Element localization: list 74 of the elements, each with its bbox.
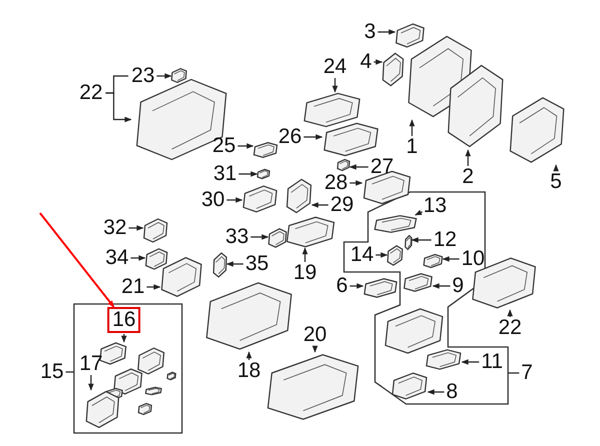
leader-arrow — [128, 225, 144, 231]
leader-arrow — [414, 210, 423, 216]
leader-arrow — [226, 197, 243, 203]
leader-arrow — [311, 202, 328, 208]
callout-number: 35 — [244, 254, 270, 274]
leader-arrow — [130, 255, 146, 261]
callout-number: 22 — [497, 318, 523, 338]
callout-number: 27 — [369, 157, 395, 177]
callout-number: 6 — [335, 276, 349, 296]
callout-number: 24 — [322, 57, 348, 77]
leader-line — [508, 372, 520, 374]
leader-arrow — [465, 149, 471, 166]
leader-arrow — [312, 346, 318, 353]
leader-line — [66, 371, 74, 373]
group-outline — [74, 304, 182, 433]
callout-number: 25 — [211, 136, 237, 156]
leader-arrow — [246, 351, 252, 360]
leader-arrow — [553, 164, 559, 172]
leader-arrow — [250, 234, 269, 240]
callout-number: 4 — [359, 52, 373, 72]
callout-number: 13 — [422, 196, 448, 216]
leader-arrow — [427, 389, 444, 395]
callout-number: 34 — [104, 248, 130, 268]
callout-number: 29 — [329, 195, 355, 215]
callout-number: 17 — [78, 354, 104, 374]
callout-number: 9 — [451, 276, 465, 296]
leader-arrow — [106, 92, 132, 122]
callout-number: 33 — [224, 227, 250, 247]
leader-arrow — [88, 375, 94, 391]
leader-arrow — [121, 334, 127, 343]
leader-arrow — [409, 119, 415, 136]
leader-arrow — [238, 171, 258, 177]
callout-number: 16 — [107, 307, 141, 333]
callout-number: 19 — [292, 263, 318, 283]
callout-number: 8 — [445, 382, 459, 402]
leader-arrow — [411, 237, 432, 243]
callout-number: 2 — [461, 167, 475, 187]
callout-number: 22 — [78, 83, 104, 103]
leader-arrow — [461, 359, 480, 365]
callout-number: 1 — [405, 137, 419, 157]
leader-arrow — [376, 252, 388, 258]
leader-arrow — [507, 309, 513, 317]
callout-number: 26 — [277, 127, 303, 147]
callout-number: 11 — [480, 352, 504, 372]
callout-number: 12 — [432, 230, 458, 250]
leader-arrow — [349, 164, 368, 170]
callout-number: 5 — [549, 172, 563, 192]
leader-arrow — [432, 283, 450, 289]
leader-arrow — [378, 29, 396, 35]
callout-number: 30 — [200, 190, 226, 210]
callout-number: 18 — [236, 361, 262, 381]
callout-number: 7 — [520, 363, 534, 383]
leader-arrow — [350, 180, 363, 186]
callout-number: 32 — [102, 218, 128, 238]
leader-arrow — [146, 284, 161, 290]
leader-arrow — [442, 256, 460, 262]
callout-number: 20 — [302, 325, 328, 345]
leader-arrow — [332, 78, 338, 93]
leader-arrow — [226, 261, 244, 267]
leader-arrow — [156, 73, 172, 79]
callout-number: 21 — [120, 277, 146, 297]
callout-number: 31 — [212, 164, 238, 184]
callout-number: 10 — [460, 249, 486, 269]
leader-arrow — [302, 247, 308, 262]
callout-number: 14 — [349, 245, 375, 265]
leader-arrow — [374, 59, 383, 65]
leader-arrow — [238, 143, 254, 149]
callout-number: 28 — [323, 173, 349, 193]
callout-number: 23 — [130, 66, 156, 86]
leader-arrow — [39, 212, 115, 308]
callout-number: 3 — [363, 22, 377, 42]
callout-number: 15 — [39, 362, 65, 382]
leader-arrow — [304, 134, 323, 140]
leader-arrow — [350, 283, 364, 289]
